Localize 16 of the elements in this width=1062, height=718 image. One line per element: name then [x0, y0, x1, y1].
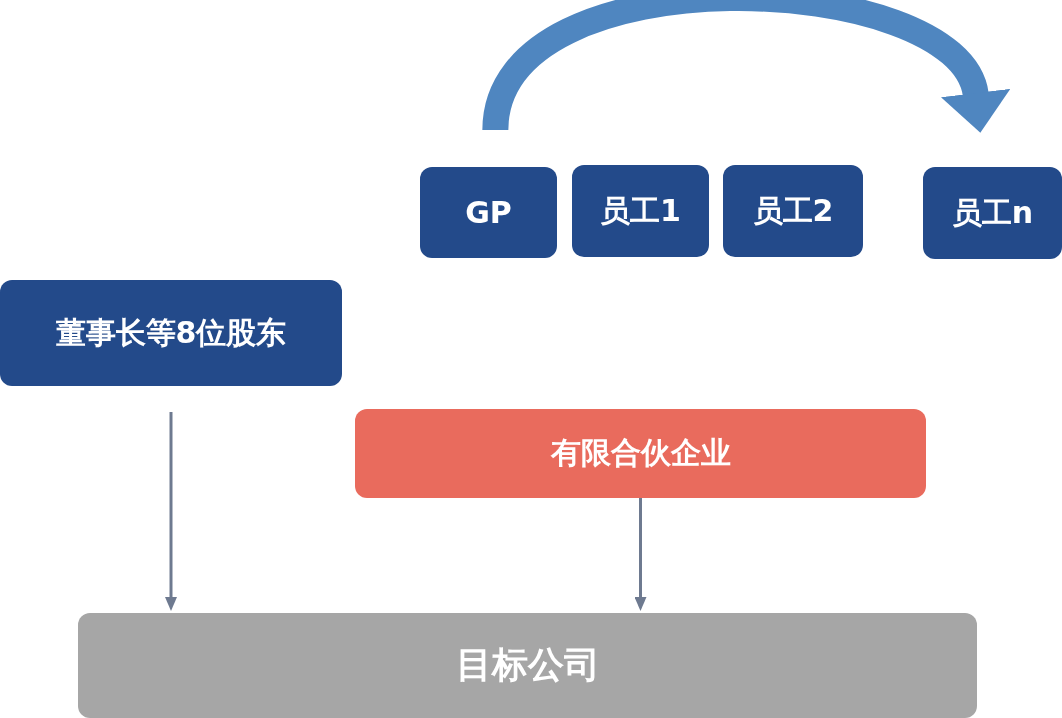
box-label: 员工1	[600, 191, 681, 230]
entity-box	[572, 165, 709, 257]
entity-box	[0, 280, 342, 386]
box-label: 员工n	[951, 193, 1034, 232]
box-label: 员工2	[752, 191, 834, 230]
arrow	[634, 498, 647, 611]
entity-box	[923, 167, 1062, 259]
partnership-box	[355, 409, 926, 498]
box-label: GP	[465, 195, 512, 230]
box-label: 有限合伙企业	[550, 434, 731, 472]
box-label: 董事长等8位股东	[55, 313, 287, 352]
arrow	[165, 412, 177, 611]
company-box	[78, 613, 977, 718]
entity-box	[420, 167, 557, 258]
entity-box	[723, 165, 863, 257]
box-label: 目标公司	[455, 643, 600, 687]
